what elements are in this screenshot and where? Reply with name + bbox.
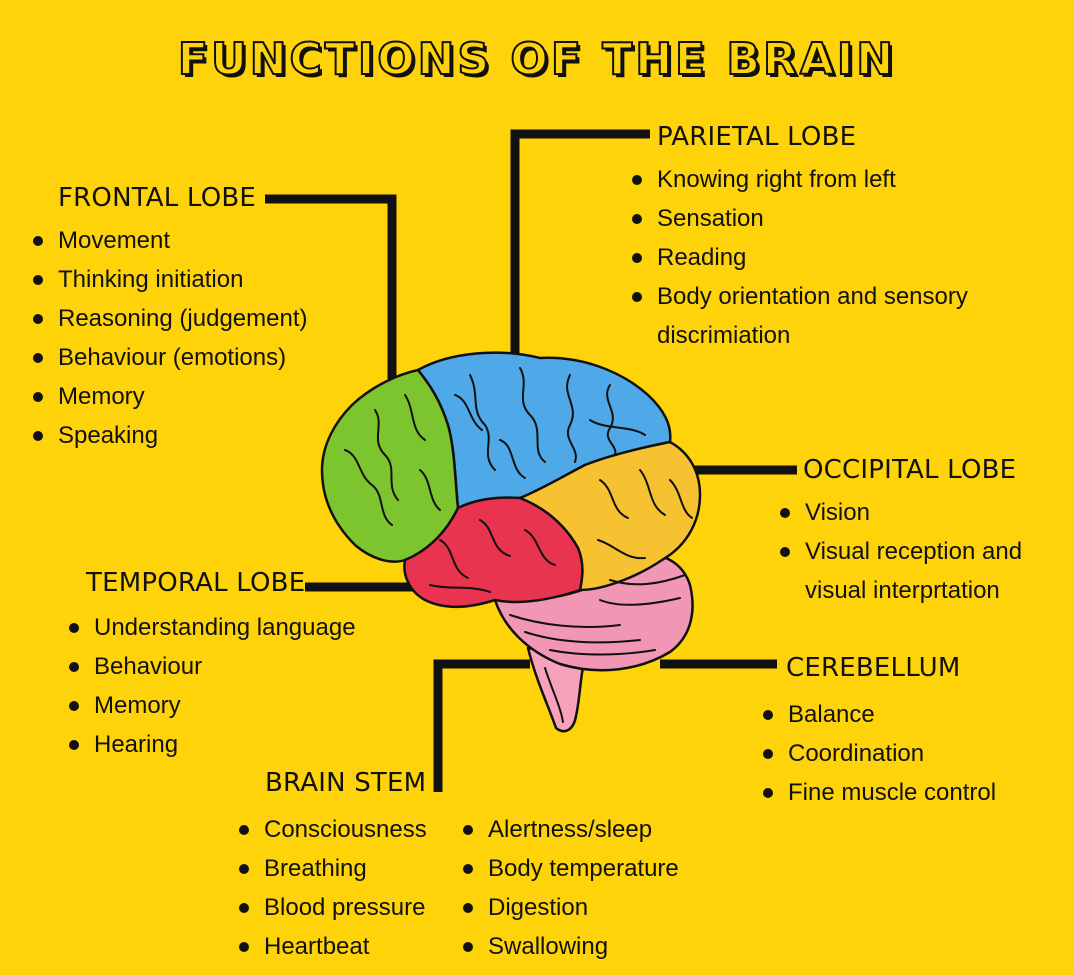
- list-item: Behaviour (emotions): [30, 338, 307, 377]
- list-item: Reading: [629, 238, 1029, 277]
- cerebellum-heading: CEREBELLUM: [786, 653, 961, 683]
- list-item: Movement: [30, 221, 307, 260]
- list-item: Coordination: [760, 734, 996, 773]
- list-item: Balance: [760, 695, 996, 734]
- list-item: Alertness/sleep: [460, 810, 679, 849]
- temporal-lobe-section: TEMPORAL LOBE Understanding language Beh…: [66, 568, 356, 764]
- list-item: Knowing right from left: [629, 160, 1029, 199]
- occipital-lobe-list: Vision Visual reception and visual inter…: [777, 493, 1070, 610]
- temporal-lobe-list: Understanding language Behaviour Memory …: [66, 608, 356, 764]
- parietal-lobe-list: Knowing right from left Sensation Readin…: [629, 160, 1029, 355]
- frontal-connector: [265, 194, 397, 390]
- cerebellum-section: CEREBELLUM Balance Coordination Fine mus…: [760, 653, 996, 812]
- list-item: Swallowing: [460, 927, 679, 966]
- list-item: Hearing: [66, 725, 356, 764]
- brain-stem-heading: BRAIN STEM: [265, 768, 427, 798]
- list-item: Reasoning (judgement): [30, 299, 307, 338]
- frontal-lobe-heading: FRONTAL LOBE: [58, 183, 257, 213]
- frontal-lobe-section: FRONTAL LOBE Movement Thinking initiatio…: [30, 183, 307, 455]
- list-item: Sensation: [629, 199, 1029, 238]
- list-item: Behaviour: [66, 647, 356, 686]
- occipital-lobe-heading: OCCIPITAL LOBE: [803, 455, 1017, 485]
- occipital-lobe-section: OCCIPITAL LOBE Vision Visual reception a…: [777, 455, 1070, 610]
- list-item: Fine muscle control: [760, 773, 996, 812]
- list-item: Body orientation and sensory discrimiati…: [629, 277, 997, 355]
- brain-stem-list-left: Consciousness Breathing Blood pressure H…: [236, 810, 460, 966]
- list-item: Breathing: [236, 849, 460, 888]
- list-item: Body temperature: [460, 849, 679, 888]
- brain-stem-section: BRAIN STEM Consciousness Breathing Blood…: [236, 768, 679, 966]
- list-item: Digestion: [460, 888, 679, 927]
- temporal-region: [403, 496, 584, 608]
- cerebellum-list: Balance Coordination Fine muscle control: [760, 695, 996, 812]
- list-item: Visual reception and visual interprtatio…: [777, 532, 1070, 610]
- list-item: Speaking: [30, 416, 307, 455]
- parietal-lobe-heading: PARIETAL LOBE: [657, 122, 857, 152]
- frontal-lobe-list: Movement Thinking initiation Reasoning (…: [30, 221, 307, 455]
- list-item: Consciousness: [236, 810, 460, 849]
- parietal-lobe-section: PARIETAL LOBE Knowing right from left Se…: [629, 122, 1029, 355]
- list-item: Blood pressure: [236, 888, 460, 927]
- list-item: Thinking initiation: [30, 260, 307, 299]
- list-item: Memory: [66, 686, 356, 725]
- brain-stem-connector: [433, 659, 530, 792]
- brain-stem-list-right: Alertness/sleep Body temperature Digesti…: [460, 810, 679, 966]
- list-item: Heartbeat: [236, 927, 460, 966]
- diagram-title: FUNCTIONS OF THE BRAIN: [177, 33, 897, 86]
- list-item: Vision: [777, 493, 1070, 532]
- parietal-connector: [510, 129, 650, 355]
- temporal-lobe-heading: TEMPORAL LOBE: [86, 568, 306, 598]
- list-item: Memory: [30, 377, 307, 416]
- list-item: Understanding language: [66, 608, 356, 647]
